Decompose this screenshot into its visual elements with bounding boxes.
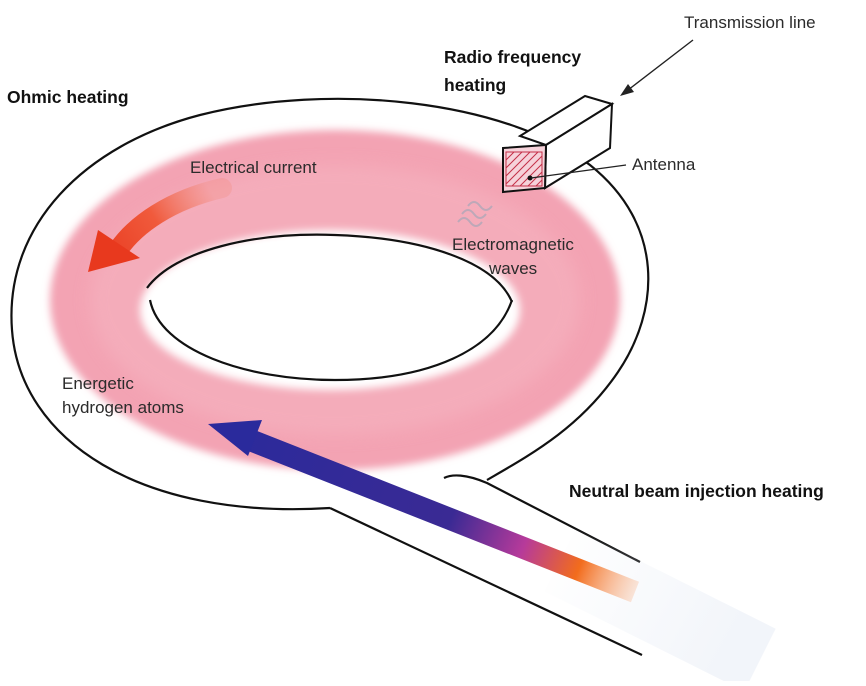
rf-heating-label-1: Radio frequency [444,47,581,67]
ohmic-heating-label: Ohmic heating [7,87,129,107]
neutral-beam-label: Neutral beam injection heating [569,481,824,501]
energetic-label-2: hydrogen atoms [62,398,184,417]
rf-heating-label-2: heating [444,75,506,95]
energetic-label-1: Energetic [62,374,134,393]
transmission-line-label: Transmission line [684,13,816,32]
antenna-label: Antenna [632,155,696,174]
electrical-current-label: Electrical current [190,158,317,177]
transmission-line-box [503,96,612,192]
em-waves-label-1: Electromagnetic [452,235,574,254]
em-waves-label-2: waves [488,259,537,278]
transmission-pointer-arrow-icon [620,40,693,96]
